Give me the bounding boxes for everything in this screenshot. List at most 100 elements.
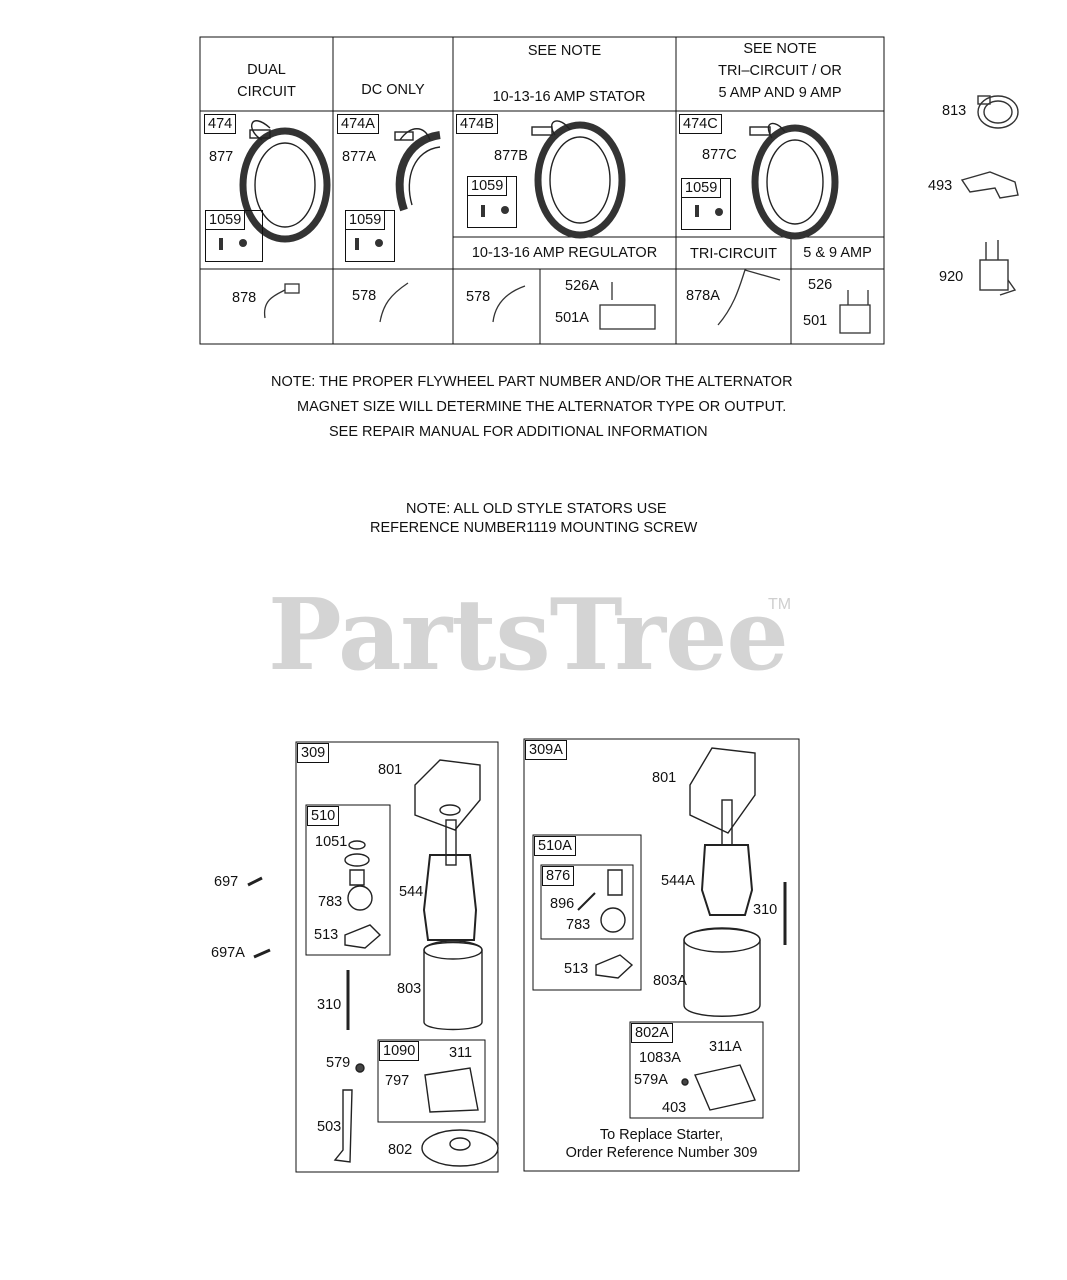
label-797: 797 (385, 1073, 410, 1089)
note-flywheel-line2: MAGNET SIZE WILL DETERMINE THE ALTERNATO… (297, 399, 787, 415)
label-526: 526 (808, 277, 833, 293)
label-896: 896 (550, 896, 575, 912)
label-578-b: 578 (466, 289, 491, 305)
starter-309-frame (295, 741, 499, 1173)
tag-1090: 1090 (379, 1041, 420, 1061)
regulator-501a-icon (599, 304, 656, 330)
tag-474b: 474B (456, 114, 498, 134)
label-803a: 803A (653, 973, 687, 989)
drive-513-icon (344, 924, 382, 949)
screw-697a-icon (253, 948, 271, 959)
gear-783-309a-icon (600, 907, 626, 933)
tag-802a: 802A (631, 1023, 673, 1043)
label-877: 877 (209, 149, 234, 165)
label-801: 801 (378, 762, 403, 778)
tag-474a: 474A (337, 114, 379, 134)
clamp-813-icon (977, 95, 1019, 129)
tag-510a: 510A (534, 836, 576, 856)
stator-877a-icon (394, 128, 441, 212)
tag-1059-d: 1059 (681, 178, 722, 198)
brush-plate-311-icon (424, 1067, 479, 1113)
tag-1059-c: 1059 (467, 176, 508, 196)
regulator-501-icon (839, 304, 871, 334)
header-dc-only: DC ONLY (361, 82, 425, 98)
label-544a: 544A (661, 873, 695, 889)
label-503: 503 (317, 1119, 342, 1135)
label-697: 697 (214, 874, 239, 890)
tag-510: 510 (307, 806, 340, 826)
plate-802-icon (421, 1129, 499, 1167)
strap-503-icon (333, 1089, 353, 1163)
label-803: 803 (397, 981, 422, 997)
label-501: 501 (803, 313, 828, 329)
housing-803-icon (423, 941, 483, 1031)
label-513-309a: 513 (564, 961, 589, 977)
label-783-309a: 783 (566, 917, 591, 933)
starter-footer-note: To Replace Starter, Order Reference Numb… (565, 1127, 758, 1161)
label-311: 311 (449, 1045, 473, 1061)
armature-544a-icon (700, 844, 754, 916)
note-stators-line2: REFERENCE NUMBER1119 MOUNTING SCREW (370, 520, 698, 536)
armature-544-icon (422, 854, 478, 941)
solenoid-920-icon (979, 240, 1017, 296)
label-513: 513 (314, 927, 339, 943)
label-579: 579 (326, 1055, 351, 1071)
header-five-nine-amp: 5 & 9 AMP (803, 245, 872, 261)
label-403: 403 (662, 1100, 687, 1116)
label-783: 783 (318, 894, 343, 910)
drive-513-309a-icon (595, 954, 634, 979)
starter-309a-frame (523, 738, 800, 1172)
note-stators-line1: NOTE: ALL OLD STYLE STATORS USE (406, 501, 667, 517)
label-877c: 877C (702, 147, 737, 163)
label-311a: 311A (709, 1039, 742, 1055)
note-flywheel-line3: SEE REPAIR MANUAL FOR ADDITIONAL INFORMA… (329, 424, 708, 440)
note-flywheel-line1: NOTE: THE PROPER FLYWHEEL PART NUMBER AN… (271, 374, 793, 390)
label-813: 813 (942, 103, 967, 119)
tag-309a: 309A (525, 740, 567, 760)
label-310-309a: 310 (753, 902, 778, 918)
label-578-a: 578 (352, 288, 377, 304)
header-dual-circuit: DUAL CIRCUIT (237, 62, 296, 100)
end-cap-801-icon (414, 759, 481, 831)
label-920: 920 (939, 269, 964, 285)
header-regulator: 10-13-16 AMP REGULATOR (471, 245, 658, 261)
gear-783-icon (347, 885, 373, 911)
stator-877-icon (239, 120, 331, 243)
header-see-note-2: SEE NOTE TRI–CIRCUIT / OR 5 AMP AND 9 AM… (718, 41, 842, 101)
label-802: 802 (388, 1142, 413, 1158)
label-877a: 877A (342, 149, 376, 165)
housing-803a-icon (683, 928, 761, 1017)
label-801-309a: 801 (652, 770, 677, 786)
kit-876-frame (540, 864, 634, 940)
kit-510a-frame (532, 834, 642, 991)
tag-1059-a: 1059 (205, 210, 246, 230)
stator-877c-icon (749, 122, 839, 240)
tag-309: 309 (297, 743, 330, 763)
wire-drawings (263, 269, 871, 334)
label-544: 544 (399, 884, 424, 900)
watermark-tm: TM (768, 596, 792, 613)
label-697a: 697A (211, 945, 245, 961)
label-501a: 501A (555, 310, 589, 326)
header-see-note-1: SEE NOTE (527, 43, 602, 59)
label-579a: 579A (634, 1072, 668, 1088)
screw-697-icon (247, 876, 263, 887)
brush-plate-311a-icon (694, 1064, 756, 1111)
end-cap-801-309a-icon (689, 747, 756, 834)
alternator-table-frame (199, 36, 885, 345)
tag-474: 474 (204, 114, 237, 134)
header-tri-circuit: TRI-CIRCUIT (690, 246, 777, 262)
watermark-logo: PartsTree (268, 578, 789, 693)
label-526a: 526A (565, 278, 599, 294)
label-878: 878 (232, 290, 257, 306)
tag-474c: 474C (679, 114, 722, 134)
label-878a: 878A (686, 288, 720, 304)
stator-drawings (239, 120, 839, 243)
stator-877b-icon (531, 120, 626, 239)
screw-nut-icons (219, 205, 723, 250)
kit-510-frame (305, 804, 391, 956)
label-1051: 1051 (315, 834, 348, 850)
label-1083a: 1083A (639, 1050, 681, 1066)
bracket-493-icon (960, 171, 1019, 199)
